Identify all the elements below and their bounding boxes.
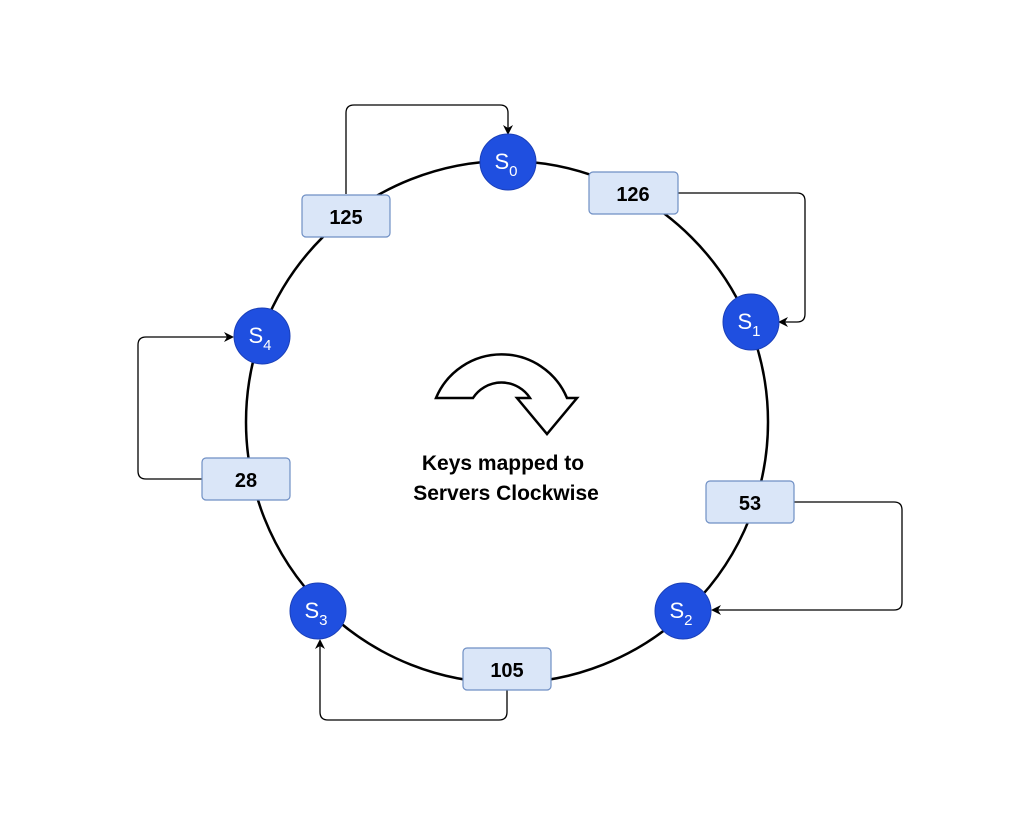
- server-label: S: [304, 598, 319, 623]
- server-s4: S4: [233, 307, 291, 365]
- key-53: 53: [705, 480, 795, 524]
- key-box: [301, 194, 391, 238]
- key-label: 125: [329, 207, 362, 229]
- key-126: 126: [588, 171, 679, 215]
- server-subscript: 3: [319, 612, 327, 629]
- clockwise-rotate-arrow-icon: [434, 353, 580, 436]
- caption-line-1: Keys mapped to: [422, 452, 584, 475]
- server-subscript: 0: [509, 163, 517, 180]
- server-label: S: [248, 323, 263, 348]
- server-node: [233, 307, 291, 365]
- arrow-126-to-s1: [678, 192, 806, 327]
- server-label: S: [494, 149, 509, 174]
- arrow-53-to-s2: [711, 501, 903, 615]
- arrow-125-to-s0: [345, 104, 513, 194]
- server-node: [289, 582, 347, 640]
- key-box: [705, 480, 795, 524]
- key-105: 105: [462, 647, 552, 691]
- server-node: [722, 293, 780, 351]
- svg-text:S4: S4: [248, 323, 271, 354]
- server-s3: S3: [289, 582, 347, 640]
- arrow-28-to-s4: [137, 332, 234, 480]
- key-125: 125: [301, 194, 391, 238]
- server-subscript: 1: [752, 323, 760, 340]
- key-label: 28: [235, 470, 257, 492]
- key-label: 53: [739, 493, 761, 515]
- caption-line-2: Servers Clockwise: [413, 482, 599, 505]
- server-subscript: 4: [263, 337, 271, 354]
- svg-text:S0: S0: [494, 149, 517, 180]
- server-label: S: [669, 598, 684, 623]
- key-28: 28: [201, 457, 291, 501]
- arrow-105-to-s3: [315, 639, 508, 721]
- server-node: [479, 133, 537, 191]
- svg-text:S2: S2: [669, 598, 692, 629]
- server-label: S: [737, 309, 752, 334]
- key-label: 105: [490, 660, 523, 682]
- server-s1: S1: [722, 293, 780, 351]
- key-box: [588, 171, 679, 215]
- server-s0: S0: [479, 133, 537, 191]
- key-arrows: [137, 104, 903, 721]
- server-node: [654, 582, 712, 640]
- svg-text:S1: S1: [737, 309, 760, 340]
- server-s2: S2: [654, 582, 712, 640]
- key-label: 126: [616, 184, 649, 206]
- svg-text:S3: S3: [304, 598, 327, 629]
- key-box: [201, 457, 291, 501]
- server-subscript: 2: [684, 612, 692, 629]
- key-box: [462, 647, 552, 691]
